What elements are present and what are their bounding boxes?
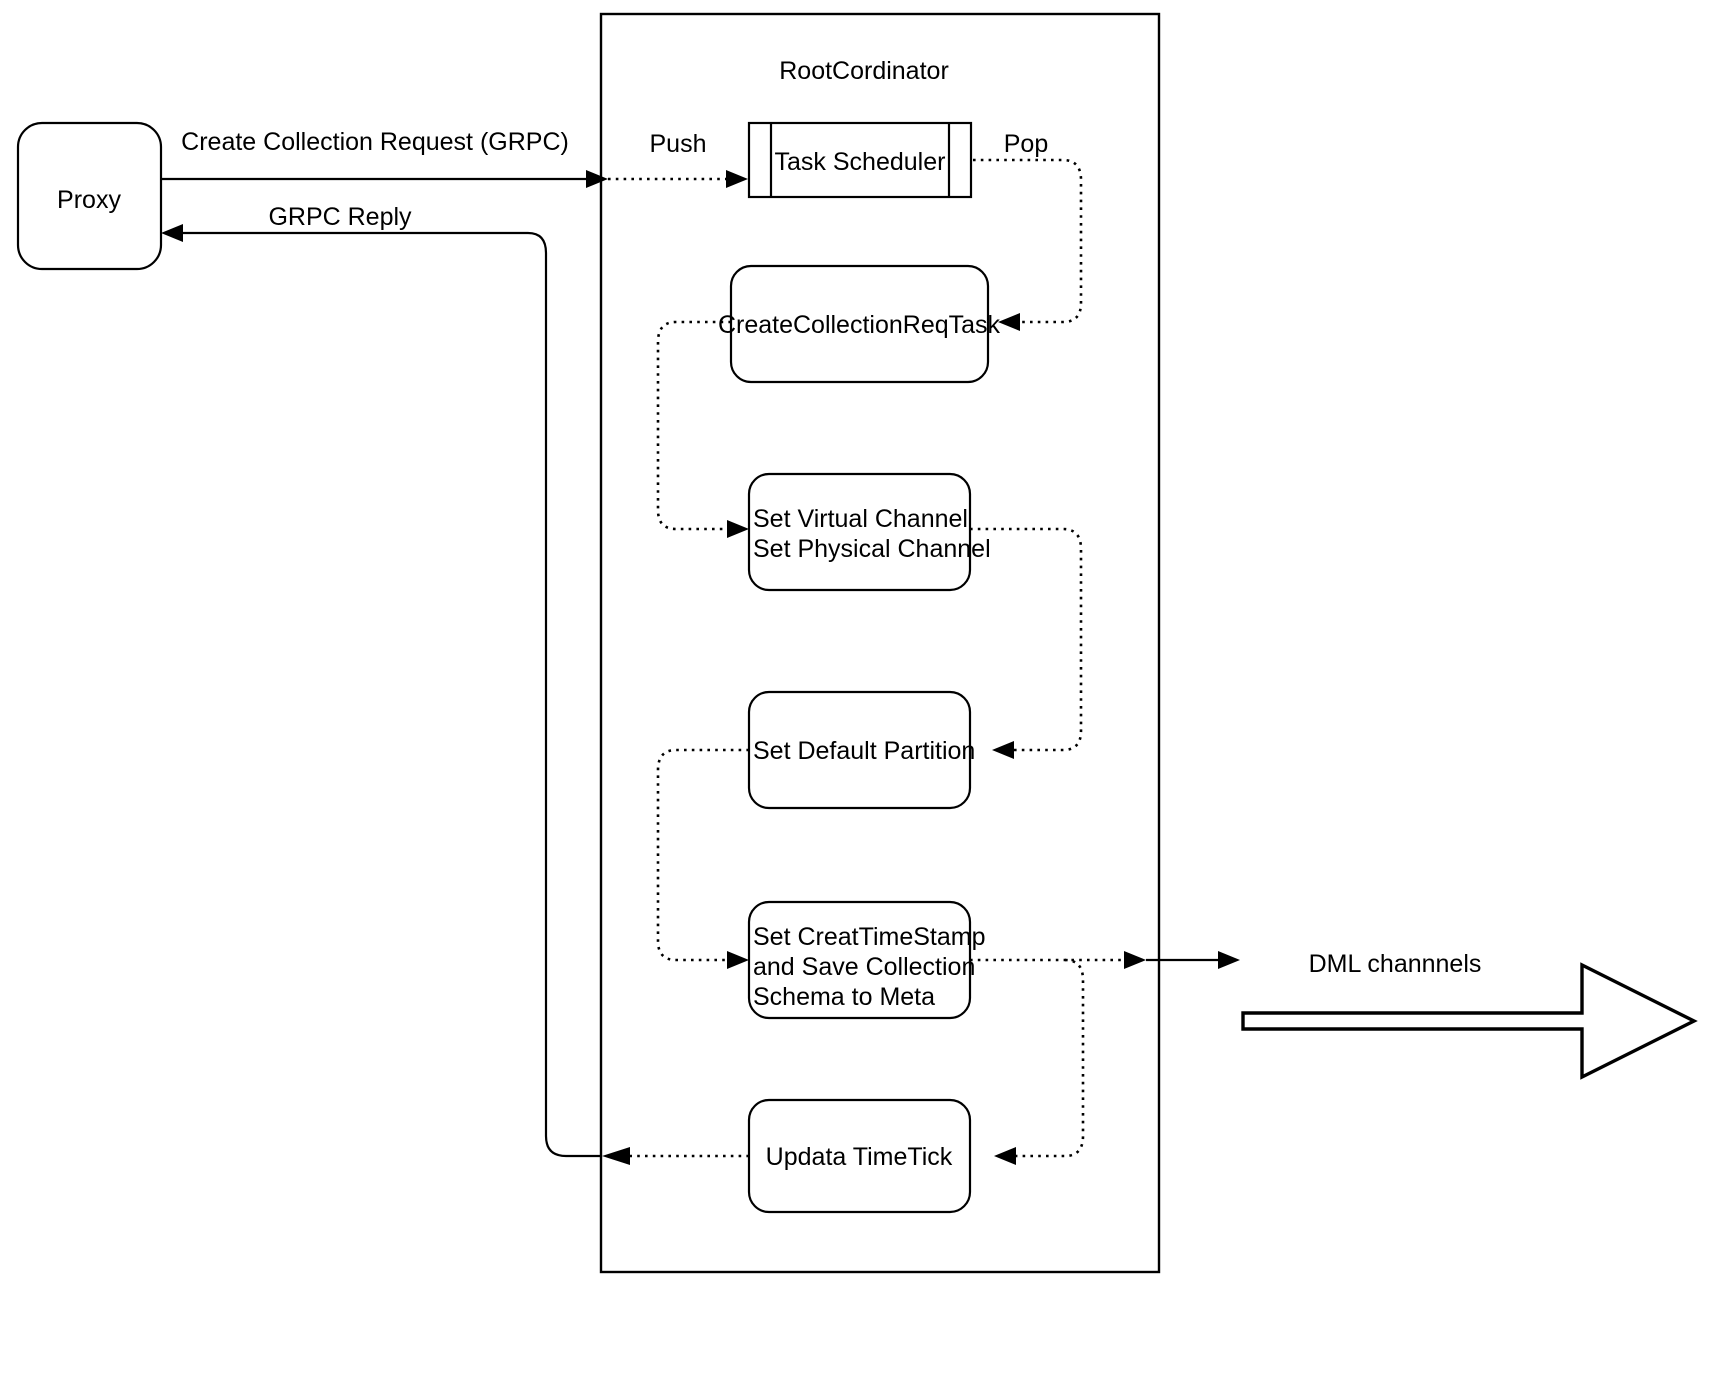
set-create-timestamp-label-line2: and Save Collection (753, 953, 975, 981)
proxy-label: Proxy (57, 186, 121, 214)
edge-pop: Pop (973, 130, 1083, 331)
edge-timetick-to-reply (602, 1147, 749, 1165)
node-proxy[interactable]: Proxy (16, 121, 163, 271)
dml-channels-label: DML channnels (1309, 950, 1482, 978)
update-timetick-label: Updata TimeTick (766, 1143, 953, 1171)
edge-push: Push (608, 130, 748, 188)
root-coordinator-label: RootCordinator (779, 57, 949, 85)
node-set-create-timestamp[interactable]: Set CreatTimeStamp and Save Collection S… (747, 900, 985, 1020)
set-channel-box[interactable] (747, 472, 972, 592)
create-collection-request-arrowhead (586, 170, 608, 188)
set-create-timestamp-label-line3: Schema to Meta (753, 983, 935, 1011)
partition-to-timestamp-line (656, 748, 749, 962)
edge-task-to-channel (656, 320, 749, 538)
channel-to-partition-arrowhead (992, 741, 1014, 759)
timestamp-to-dml-boundary-arrowhead (1124, 951, 1146, 969)
pop-label: Pop (1004, 130, 1048, 158)
push-label: Push (650, 130, 707, 158)
set-create-timestamp-label-line1: Set CreatTimeStamp (753, 923, 985, 951)
task-scheduler-box[interactable] (747, 121, 973, 199)
push-arrowhead (726, 170, 748, 188)
node-set-default-partition[interactable]: Set Default Partition (747, 690, 975, 810)
edge-timestamp-to-timetick (994, 958, 1085, 1165)
edge-grpc-reply: GRPC Reply (161, 203, 601, 1158)
node-root-coordinator: RootCordinator (599, 12, 1161, 1274)
node-set-channel[interactable]: Set Virtual Channel Set Physical Channel (747, 472, 991, 592)
create-collection-req-task-box[interactable] (729, 264, 990, 384)
proxy-box[interactable] (16, 121, 163, 271)
root-coordinator-boundary (599, 12, 1161, 1274)
pop-line (973, 158, 1083, 324)
timestamp-to-timetick-line (1016, 958, 1085, 1158)
set-channel-label-line1: Set Virtual Channel (753, 505, 968, 533)
set-default-partition-label: Set Default Partition (753, 737, 975, 765)
node-task-scheduler[interactable]: Task Scheduler (747, 121, 973, 199)
timestamp-to-timetick-arrowhead (994, 1147, 1016, 1165)
set-channel-label-line2: Set Physical Channel (753, 535, 991, 563)
node-create-collection-req-task[interactable]: CreateCollectionReqTask (718, 264, 1001, 384)
dml-channels-arrow-shape[interactable] (1241, 962, 1698, 1080)
create-collection-req-task-label: CreateCollectionReqTask (718, 311, 1001, 339)
grpc-reply-label: GRPC Reply (268, 203, 412, 231)
pop-arrowhead (998, 313, 1020, 331)
task-to-channel-line (656, 320, 731, 531)
node-update-timetick[interactable]: Updata TimeTick (747, 1098, 972, 1214)
edge-create-collection-request: Create Collection Request (GRPC) (161, 128, 608, 188)
create-collection-request-label: Create Collection Request (GRPC) (181, 128, 569, 156)
node-dml-channels[interactable]: DML channnels (1241, 950, 1698, 1080)
grpc-reply-arrowhead (161, 224, 183, 242)
timetick-to-reply-arrowhead (602, 1147, 630, 1165)
channel-to-partition-line (970, 527, 1083, 752)
task-scheduler-label: Task Scheduler (775, 148, 946, 176)
timestamp-to-dml-arrowhead (1218, 951, 1240, 969)
partition-to-timestamp-arrowhead (727, 951, 749, 969)
edge-channel-to-partition (970, 527, 1083, 759)
grpc-reply-line (183, 231, 601, 1158)
edge-partition-to-timestamp (656, 748, 749, 969)
task-to-channel-arrowhead (727, 520, 749, 538)
edge-timestamp-to-dml (970, 951, 1240, 969)
